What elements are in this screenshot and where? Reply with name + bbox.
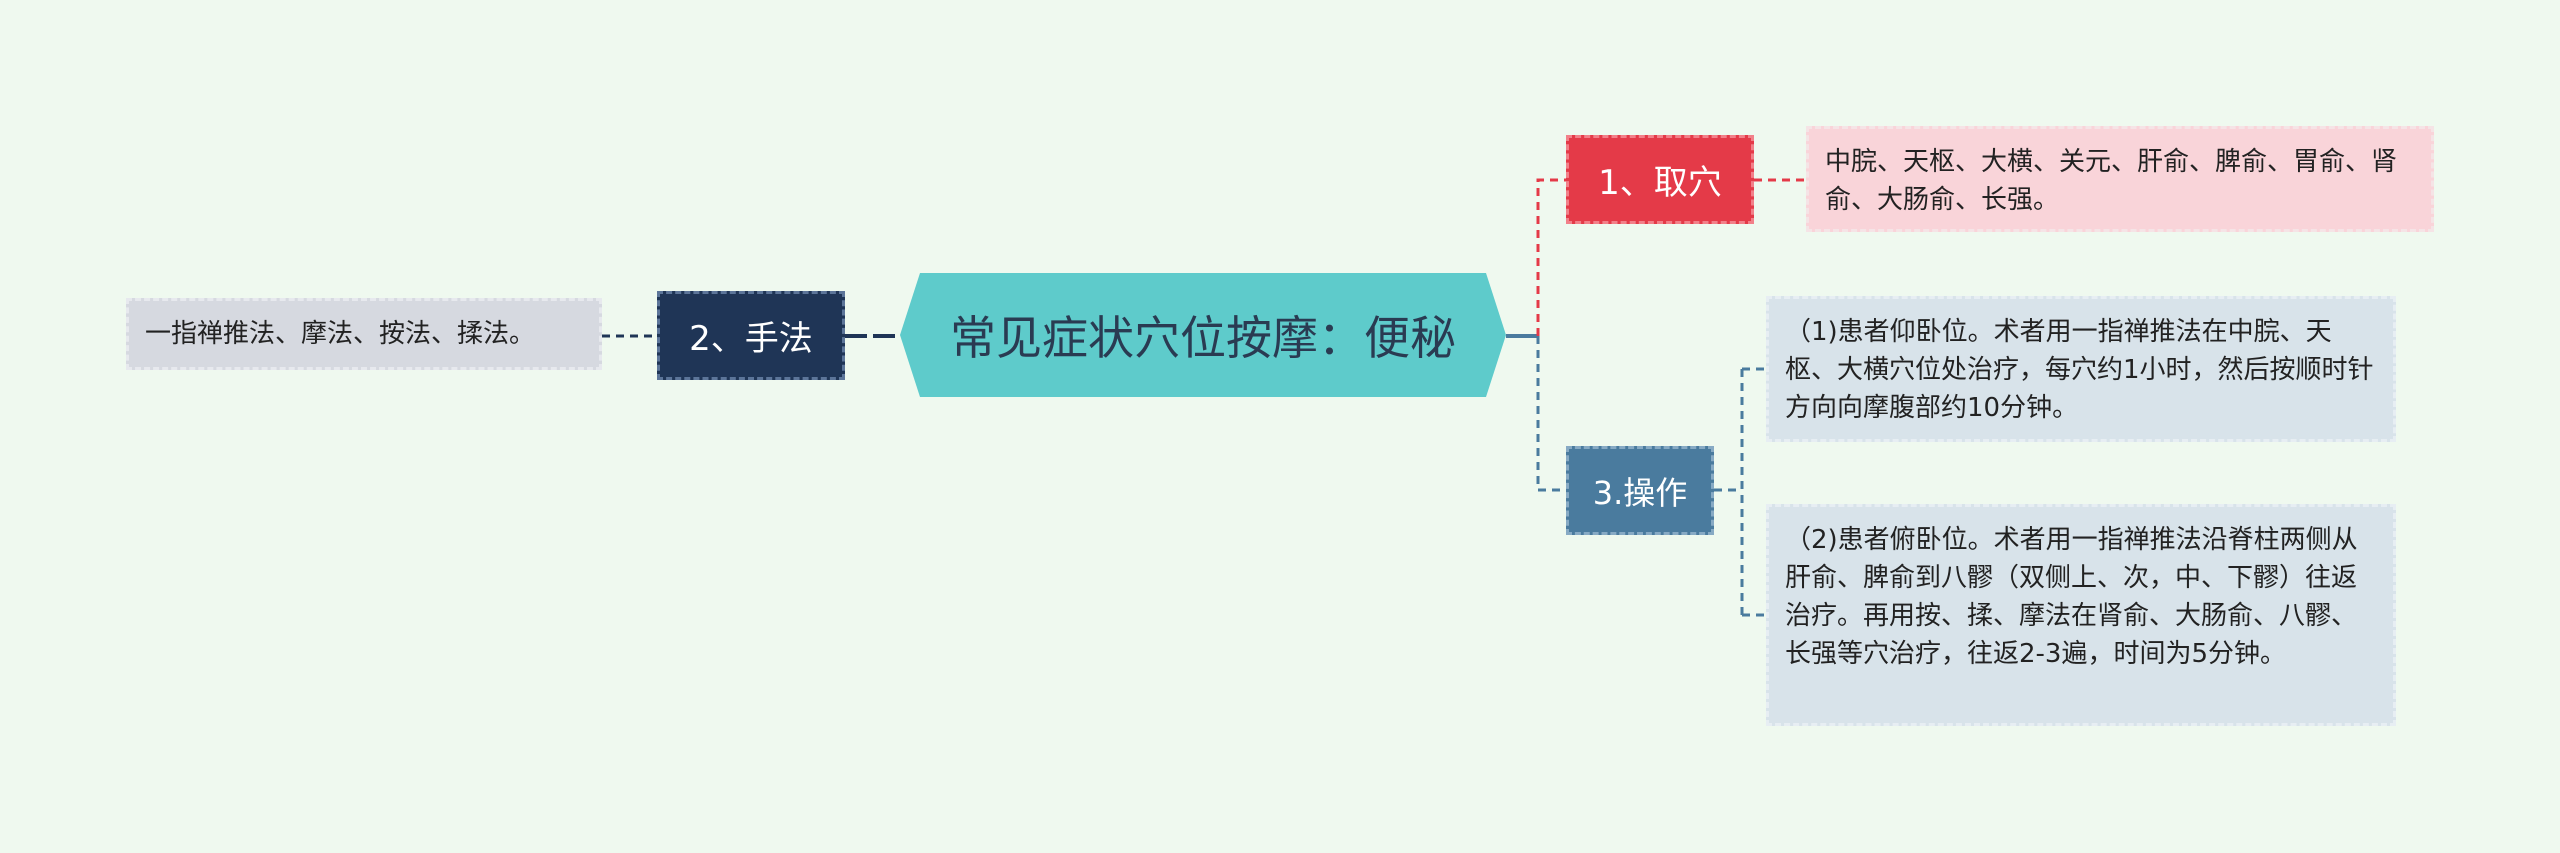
branch-node-acupoints[interactable]: 1、取穴 — [1566, 135, 1754, 224]
leaf-text-operation-supine: （1)患者仰卧位。术者用一指禅推法在中脘、天枢、大横穴位处治疗，每穴约1小时，然… — [1785, 317, 2374, 423]
leaf-text-operation-prone: （2)患者俯卧位。术者用一指禅推法沿脊柱两侧从肝俞、脾俞到八髎（双侧上、次，中、… — [1785, 525, 2358, 669]
branch-label-acupoints: 1、取穴 — [1598, 163, 1722, 203]
leaf-text-acupoints: 中脘、天枢、大横、关元、肝俞、脾俞、胃俞、肾俞、大肠俞、长强。 — [1825, 147, 2398, 215]
branch-label-technique: 2、手法 — [689, 319, 813, 359]
leaf-operation-supine[interactable]: （1)患者仰卧位。术者用一指禅推法在中脘、天枢、大横穴位处治疗，每穴约1小时，然… — [1766, 296, 2396, 442]
leaf-technique-list[interactable]: 一指禅推法、摩法、按法、揉法。 — [126, 298, 602, 370]
connector-b3-to-leaves — [1714, 367, 1766, 617]
branch-node-technique[interactable]: 2、手法 — [657, 291, 845, 380]
center-title: 常见症状穴位按摩：便秘 — [950, 311, 1456, 365]
connector-center-to-b3 — [1536, 336, 1566, 492]
connector-center-to-b1 — [1536, 178, 1566, 336]
leaf-acupoints-list[interactable]: 中脘、天枢、大横、关元、肝俞、脾俞、胃俞、肾俞、大肠俞、长强。 — [1806, 126, 2434, 232]
branch-node-operation[interactable]: 3.操作 — [1566, 446, 1714, 535]
center-hexagon — [900, 273, 1506, 397]
leaf-text-technique: 一指禅推法、摩法、按法、揉法。 — [145, 319, 536, 349]
branch-label-operation: 3.操作 — [1592, 473, 1688, 512]
leaf-operation-prone[interactable]: （2)患者俯卧位。术者用一指禅推法沿脊柱两侧从肝俞、脾俞到八髎（双侧上、次，中、… — [1766, 504, 2396, 726]
center-node[interactable]: 常见症状穴位按摩：便秘 — [898, 273, 1508, 397]
